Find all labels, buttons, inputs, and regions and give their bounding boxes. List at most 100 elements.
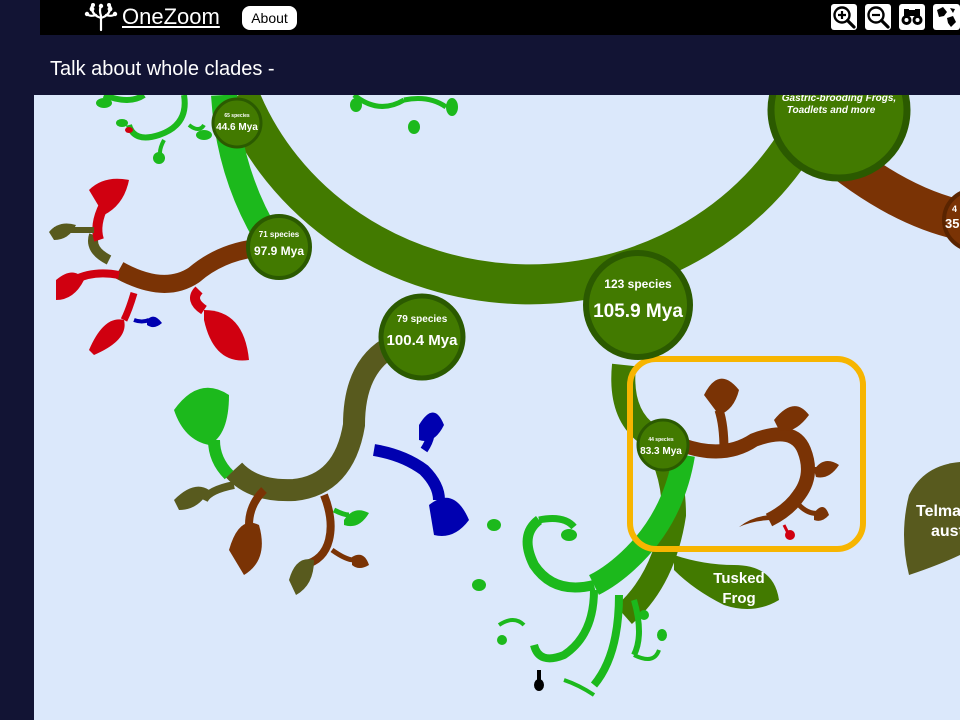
leaf[interactable]: [814, 461, 839, 478]
telma-leaf[interactable]: [904, 462, 960, 575]
branch: [245, 487, 267, 526]
node-age: 44.6 Mya: [216, 122, 258, 133]
tree-logo-icon: [84, 3, 118, 32]
leaf[interactable]: [419, 412, 444, 442]
node-age: 97.9 Mya: [254, 244, 304, 258]
slide-caption: Talk about whole clades -: [50, 58, 275, 80]
search-button[interactable]: [899, 4, 925, 30]
branch: [133, 318, 150, 324]
node-123[interactable]: 123 species 105.9 Mya: [583, 250, 693, 360]
top-toolbar: OneZoom About: [40, 0, 960, 35]
leaf[interactable]: [204, 310, 249, 361]
branch: [190, 286, 207, 315]
branch: [332, 507, 350, 518]
clade-node[interactable]: [767, 95, 911, 182]
leaf[interactable]: [147, 316, 162, 328]
leaf[interactable]: [229, 522, 262, 575]
node-65[interactable]: 65 species 44.6 Mya: [211, 97, 263, 149]
leaf[interactable]: [89, 178, 129, 215]
binoculars-icon: [901, 9, 923, 25]
brown-branch: [679, 427, 815, 527]
node-age: 100.4 Mya: [387, 332, 459, 349]
leaf[interactable]: [487, 519, 501, 531]
leaf-label: Telma: [916, 503, 960, 520]
olive-branch: [225, 335, 400, 502]
leaf[interactable]: [446, 98, 458, 116]
branch: [120, 292, 138, 322]
node-age: 35: [945, 216, 959, 231]
branch: [530, 589, 598, 663]
branch: [352, 95, 448, 110]
leaf[interactable]: [704, 378, 739, 415]
leaf[interactable]: [289, 559, 314, 595]
branch: [522, 516, 596, 593]
leaf[interactable]: [49, 223, 76, 240]
branch: [187, 123, 206, 131]
logo-text[interactable]: OneZoom: [122, 4, 220, 29]
leaf[interactable]: [125, 127, 133, 133]
leaf[interactable]: [174, 387, 229, 445]
leaf[interactable]: [153, 152, 165, 164]
leaf[interactable]: [344, 510, 369, 527]
node-species-count: 65 species: [224, 113, 250, 119]
leaf[interactable]: [774, 406, 809, 431]
clade-label: Toadlets and more: [787, 105, 876, 116]
leaf[interactable]: [561, 529, 577, 541]
zoom-in-icon: [833, 6, 856, 29]
node-44[interactable]: 44 species 83.3 Mya: [636, 418, 690, 472]
node-71[interactable]: 71 species 97.9 Mya: [246, 214, 312, 280]
leaf[interactable]: [814, 506, 829, 521]
branch: [372, 444, 445, 501]
branch: [302, 493, 335, 569]
branch: [497, 618, 526, 627]
node-age: 83.3 Mya: [640, 446, 682, 457]
branch: [631, 599, 642, 657]
about-button[interactable]: About: [242, 6, 297, 30]
branch: [588, 453, 695, 595]
leaf-label: aust: [931, 523, 960, 540]
node-79[interactable]: 79 species 100.4 Mya: [378, 293, 466, 381]
leaf[interactable]: [785, 530, 795, 540]
branch: [633, 649, 661, 661]
leaf-label: Tusked: [713, 570, 764, 587]
node-species-count: 123 species: [604, 277, 672, 291]
map-button[interactable]: [933, 4, 960, 30]
tusked-frog-leaf[interactable]: [674, 555, 779, 609]
leaf[interactable]: [196, 130, 212, 140]
onezoom-logo[interactable]: OneZoom: [84, 2, 220, 32]
zoom-out-button[interactable]: [865, 4, 891, 30]
node-age: 105.9 Mya: [593, 301, 683, 322]
leaf[interactable]: [352, 554, 369, 568]
zoom-in-button[interactable]: [831, 4, 857, 30]
node-right-partial[interactable]: 4 35: [942, 190, 960, 250]
globe-icon: [937, 7, 956, 27]
leaf[interactable]: [739, 515, 774, 527]
node-species-count: 71 species: [259, 230, 300, 239]
zoom-out-icon: [867, 6, 890, 29]
main-branch: [220, 95, 833, 305]
branch: [563, 678, 596, 697]
leaf[interactable]: [472, 579, 486, 591]
tree-visualization: Gastric-brooding Frogs, Toadlets and mor…: [49, 95, 960, 697]
leaf[interactable]: [657, 629, 667, 641]
leaf[interactable]: [429, 497, 469, 536]
leaf[interactable]: [534, 679, 544, 691]
leaf[interactable]: [56, 272, 84, 301]
clade-label: Gastric-brooding Frogs,: [782, 95, 896, 104]
branch: [126, 95, 188, 141]
node-species-count: 44 species: [648, 437, 674, 443]
branch: [208, 439, 234, 480]
branch: [330, 547, 355, 563]
leaf[interactable]: [116, 119, 128, 127]
leaf[interactable]: [350, 98, 362, 112]
node-species-count: 4: [952, 204, 957, 214]
branch: [102, 95, 146, 103]
leaf[interactable]: [639, 610, 649, 620]
leaf[interactable]: [497, 635, 507, 645]
node-species-count: 79 species: [397, 314, 448, 325]
leaf[interactable]: [89, 319, 125, 355]
leaf[interactable]: [96, 98, 112, 108]
leaf[interactable]: [174, 486, 209, 510]
leaf[interactable]: [408, 120, 420, 134]
tree-canvas[interactable]: Gastric-brooding Frogs, Toadlets and mor…: [34, 95, 960, 720]
